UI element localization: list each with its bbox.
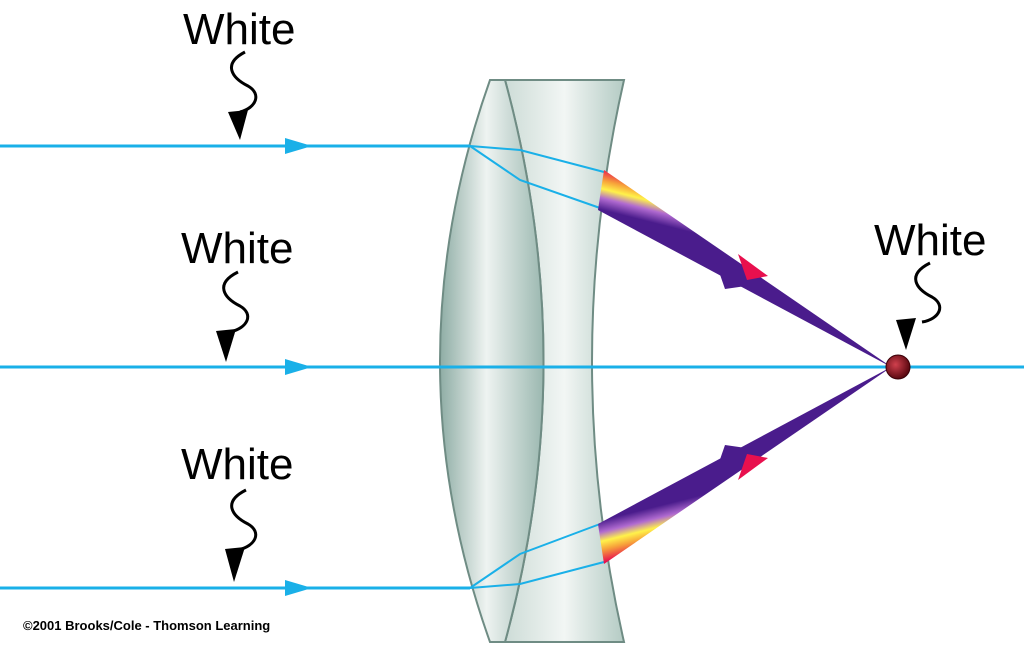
label-white-focus: White [874, 216, 987, 265]
direction-arrows [285, 138, 312, 596]
arrow-violet-top [716, 263, 746, 289]
refracted-rays-top [469, 145, 605, 209]
pointer-focus [914, 261, 942, 324]
refracted-rays-bottom [469, 523, 605, 589]
arrow-red-top [738, 254, 768, 280]
pointer-middle-head [216, 329, 236, 362]
pointer-bottom-head [225, 547, 245, 582]
focal-point-dot [885, 354, 911, 380]
lens-front-element [439, 79, 545, 643]
pointer-top [230, 50, 258, 114]
pointer-middle [222, 270, 250, 334]
label-white-top: White [183, 5, 296, 54]
copyright-credit: ©2001 Brooks/Cole - Thomson Learning [23, 618, 271, 633]
arrow-top [285, 138, 312, 154]
arrow-bottom [285, 580, 312, 596]
arrow-middle [285, 359, 312, 375]
pointer-bottom [230, 488, 258, 552]
pointer-top-head [228, 110, 248, 140]
arrow-red-bottom [738, 454, 768, 480]
label-white-middle: White [181, 224, 294, 273]
pointer-focus-head [896, 318, 916, 350]
label-white-bottom: White [181, 440, 294, 489]
arrow-violet-bottom [716, 445, 746, 471]
